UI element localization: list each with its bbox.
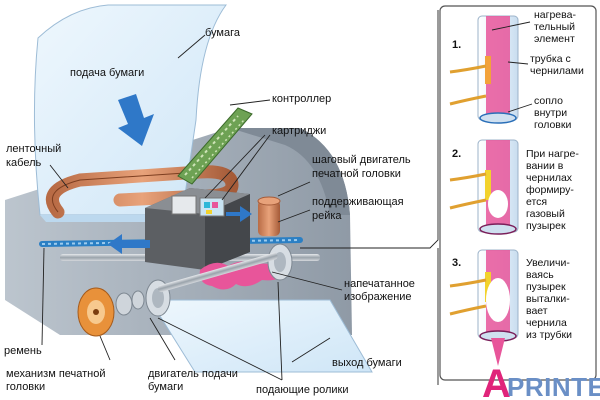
step-1-line-7: внутри: [534, 107, 567, 119]
step-1-text-tube: трубка с чернилами: [530, 53, 584, 77]
label-head-mechanism-line-1: механизм печатной: [6, 368, 106, 380]
label-stepper-motor: шаговый двигатель печатной головки: [312, 154, 414, 180]
step-2-tube-illustration: [449, 139, 519, 235]
label-paper: бумага: [205, 27, 241, 39]
step-3-line-2: ваясь: [526, 269, 554, 281]
feed-roller-right: [267, 243, 293, 281]
step-2-text: При нагре- вании в чернилах формиру- етс…: [526, 148, 582, 232]
step-1-number: 1.: [452, 39, 461, 51]
stepper-motor: [257, 196, 281, 236]
side-bracket: [300, 10, 439, 385]
step-1-line-2: тельный: [534, 21, 575, 33]
step-1-line-6: сопло: [534, 95, 563, 107]
step-3-number: 3.: [452, 257, 461, 269]
step-1-tube-illustration: [449, 15, 533, 124]
print-carriage: [145, 188, 250, 270]
carriage-move-right-arrow: [226, 206, 252, 222]
step-3-text: Увеличи- ваясь пузырек выталки- вает чер…: [526, 257, 573, 341]
label-ribbon-cable: ленточный кабель: [6, 143, 64, 169]
step-2-line-4: формиру-: [526, 184, 574, 196]
step-3-line-6: чернила: [526, 317, 567, 329]
step-3-line-1: Увеличи-: [526, 257, 570, 269]
label-printed-image: напечатанное изображение: [344, 278, 418, 303]
step-1-text-nozzle: сопло внутри головки: [534, 95, 571, 131]
label-feed-motor-line-2: бумаги: [148, 381, 183, 393]
aprinter-logo: A PRINTER: [482, 362, 600, 400]
controller-board: [177, 107, 253, 185]
step-1-line-5: чернилами: [530, 65, 584, 77]
label-cartridges: картриджи: [272, 125, 326, 137]
step-2-line-6: газовый: [526, 208, 565, 220]
logo-wordmark: PRINTER: [507, 372, 600, 400]
label-belt: ремень: [4, 345, 42, 357]
step-2-line-2: вании в: [526, 160, 564, 172]
step-1-text-heater: нагрева- тельный элемент: [534, 9, 579, 45]
paper-feed-motor: [77, 287, 145, 337]
paper-feed-arrow: [118, 94, 154, 146]
step-1-line-8: головки: [534, 119, 571, 131]
step-2-number: 2.: [452, 148, 461, 160]
step-1-line-4: трубка с: [530, 53, 571, 65]
step-2-line-5: ется: [526, 196, 547, 208]
step-3-line-7: из трубки: [526, 329, 572, 341]
step-2-line-1: При нагре-: [526, 148, 579, 160]
label-printed-image-line-1: напечатанное: [344, 278, 415, 290]
label-head-mechanism-line-2: головки: [6, 381, 45, 393]
step-3-line-4: выталки-: [526, 293, 570, 305]
label-feed-rollers: подающие ролики: [256, 384, 349, 396]
logo-accent-letter: A: [482, 362, 511, 400]
label-head-mechanism: механизм печатной головки: [6, 368, 109, 393]
step-2-line-3: чернилах: [526, 172, 573, 184]
label-ribbon-cable-line-1: ленточный: [6, 143, 61, 155]
step-3-tube-illustration: [449, 249, 519, 366]
label-paper-out: выход бумаги: [332, 357, 402, 369]
step-1-line-3: элемент: [534, 33, 575, 45]
label-support-rail-line-1: поддерживающая: [312, 196, 404, 208]
step-3: 3. Увеличи- ваясь пузырек выталки- вает …: [449, 249, 573, 366]
inkjet-steps-panel: 1. нагрева- тельный элемент трубка с чер…: [439, 5, 597, 381]
label-feed-motor: двигатель подачи бумаги: [148, 368, 241, 393]
label-printed-image-line-2: изображение: [344, 291, 412, 303]
step-2: 2. При нагре- вании в чернилах формиру- …: [449, 139, 582, 235]
step-2-line-7: пузырек: [526, 220, 566, 232]
roller-shaft: [157, 252, 278, 293]
label-paper-feed: подача бумаги: [70, 67, 144, 79]
leader-lines: [41, 34, 343, 381]
label-support-rail-line-2: рейка: [312, 210, 342, 222]
step-3-line-3: пузырек: [526, 281, 566, 293]
step-1-line-1: нагрева-: [534, 9, 576, 21]
label-stepper-motor-line-1: шаговый двигатель: [312, 154, 411, 166]
carriage-move-left-arrow: [108, 234, 150, 254]
label-controller: контроллер: [272, 93, 331, 105]
step-1: 1. нагрева- тельный элемент трубка с чер…: [449, 9, 584, 131]
step-3-line-5: вает: [526, 305, 548, 317]
label-ribbon-cable-line-2: кабель: [6, 157, 42, 169]
label-feed-motor-line-1: двигатель подачи: [148, 368, 238, 380]
paper-sheet-out: [149, 299, 373, 373]
label-stepper-motor-line-2: печатной головки: [312, 168, 401, 180]
label-support-rail: поддерживающая рейка: [312, 196, 407, 222]
